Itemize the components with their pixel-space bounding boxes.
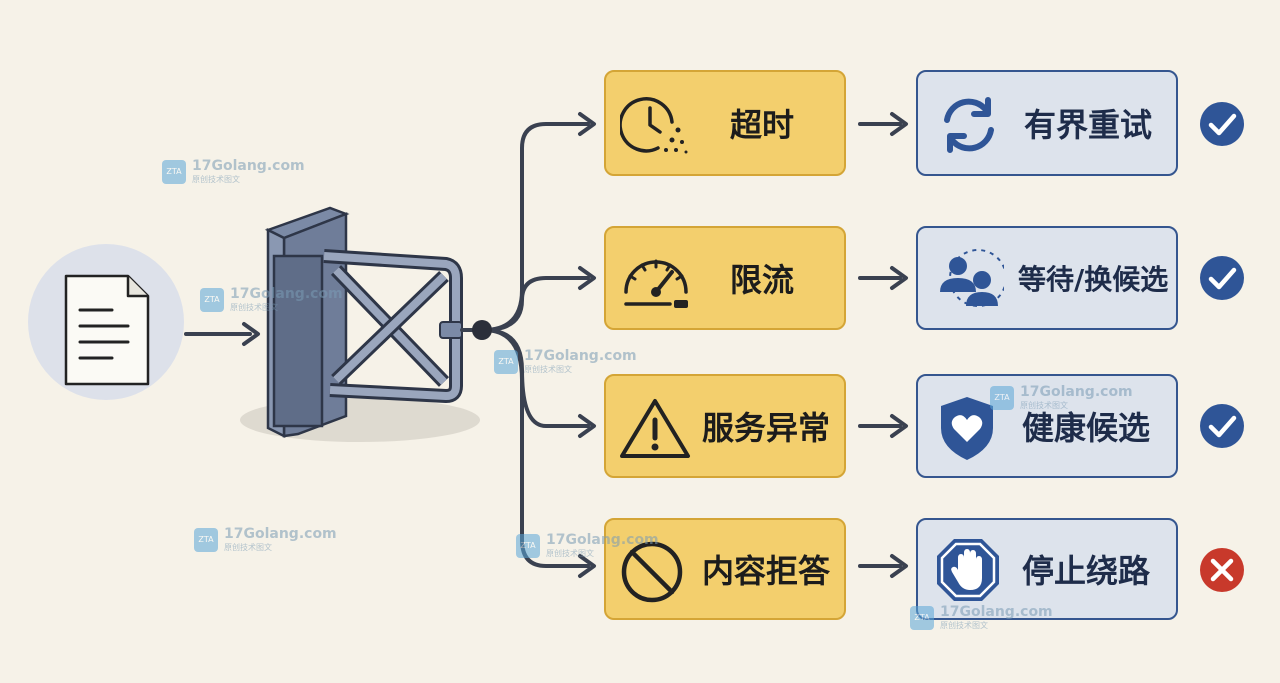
case-label: 服务异常 <box>702 409 831 447</box>
speedometer-icon <box>624 259 688 308</box>
junction-node <box>472 320 492 340</box>
stop-hand-icon <box>937 539 999 601</box>
source-document <box>28 244 184 400</box>
arrow-to-gate <box>184 322 260 346</box>
x-circle-icon <box>1200 548 1244 592</box>
check-circle-icon <box>1200 102 1244 146</box>
case-label: 内容拒答 <box>702 552 831 590</box>
action-box-stop-retry: 停止绕路 <box>916 518 1178 620</box>
warning-icon <box>620 399 690 458</box>
branch-lines <box>460 112 596 578</box>
document-icon <box>64 274 150 386</box>
prohibited-icon <box>621 541 683 603</box>
case-box-service-error: 服务异常 <box>604 374 846 478</box>
shield-heart-icon <box>941 397 993 460</box>
action-label: 等待/换候选 <box>1018 263 1169 296</box>
users-icon <box>940 249 1004 307</box>
turnstile-gate-icon <box>240 206 480 442</box>
clock-icon <box>620 97 688 154</box>
check-circle-icon <box>1200 404 1244 448</box>
action-label: 健康候选 <box>1022 409 1151 447</box>
case-label: 超时 <box>730 106 795 144</box>
action-label: 停止绕路 <box>1022 552 1151 590</box>
refresh-icon <box>944 97 994 153</box>
action-box-healthy-candidate: 健康候选 <box>916 374 1178 478</box>
action-box-retry: 有界重试 <box>916 70 1178 176</box>
check-circle-icon <box>1200 256 1244 300</box>
action-label: 有界重试 <box>1024 106 1153 144</box>
case-box-timeout: 超时 <box>604 70 846 176</box>
case-to-action-arrows <box>858 112 908 578</box>
case-box-content-refusal: 内容拒答 <box>604 518 846 620</box>
case-box-rate-limit: 限流 <box>604 226 846 330</box>
case-label: 限流 <box>730 261 795 299</box>
action-box-wait-switch: 等待/换候选 <box>916 226 1178 330</box>
